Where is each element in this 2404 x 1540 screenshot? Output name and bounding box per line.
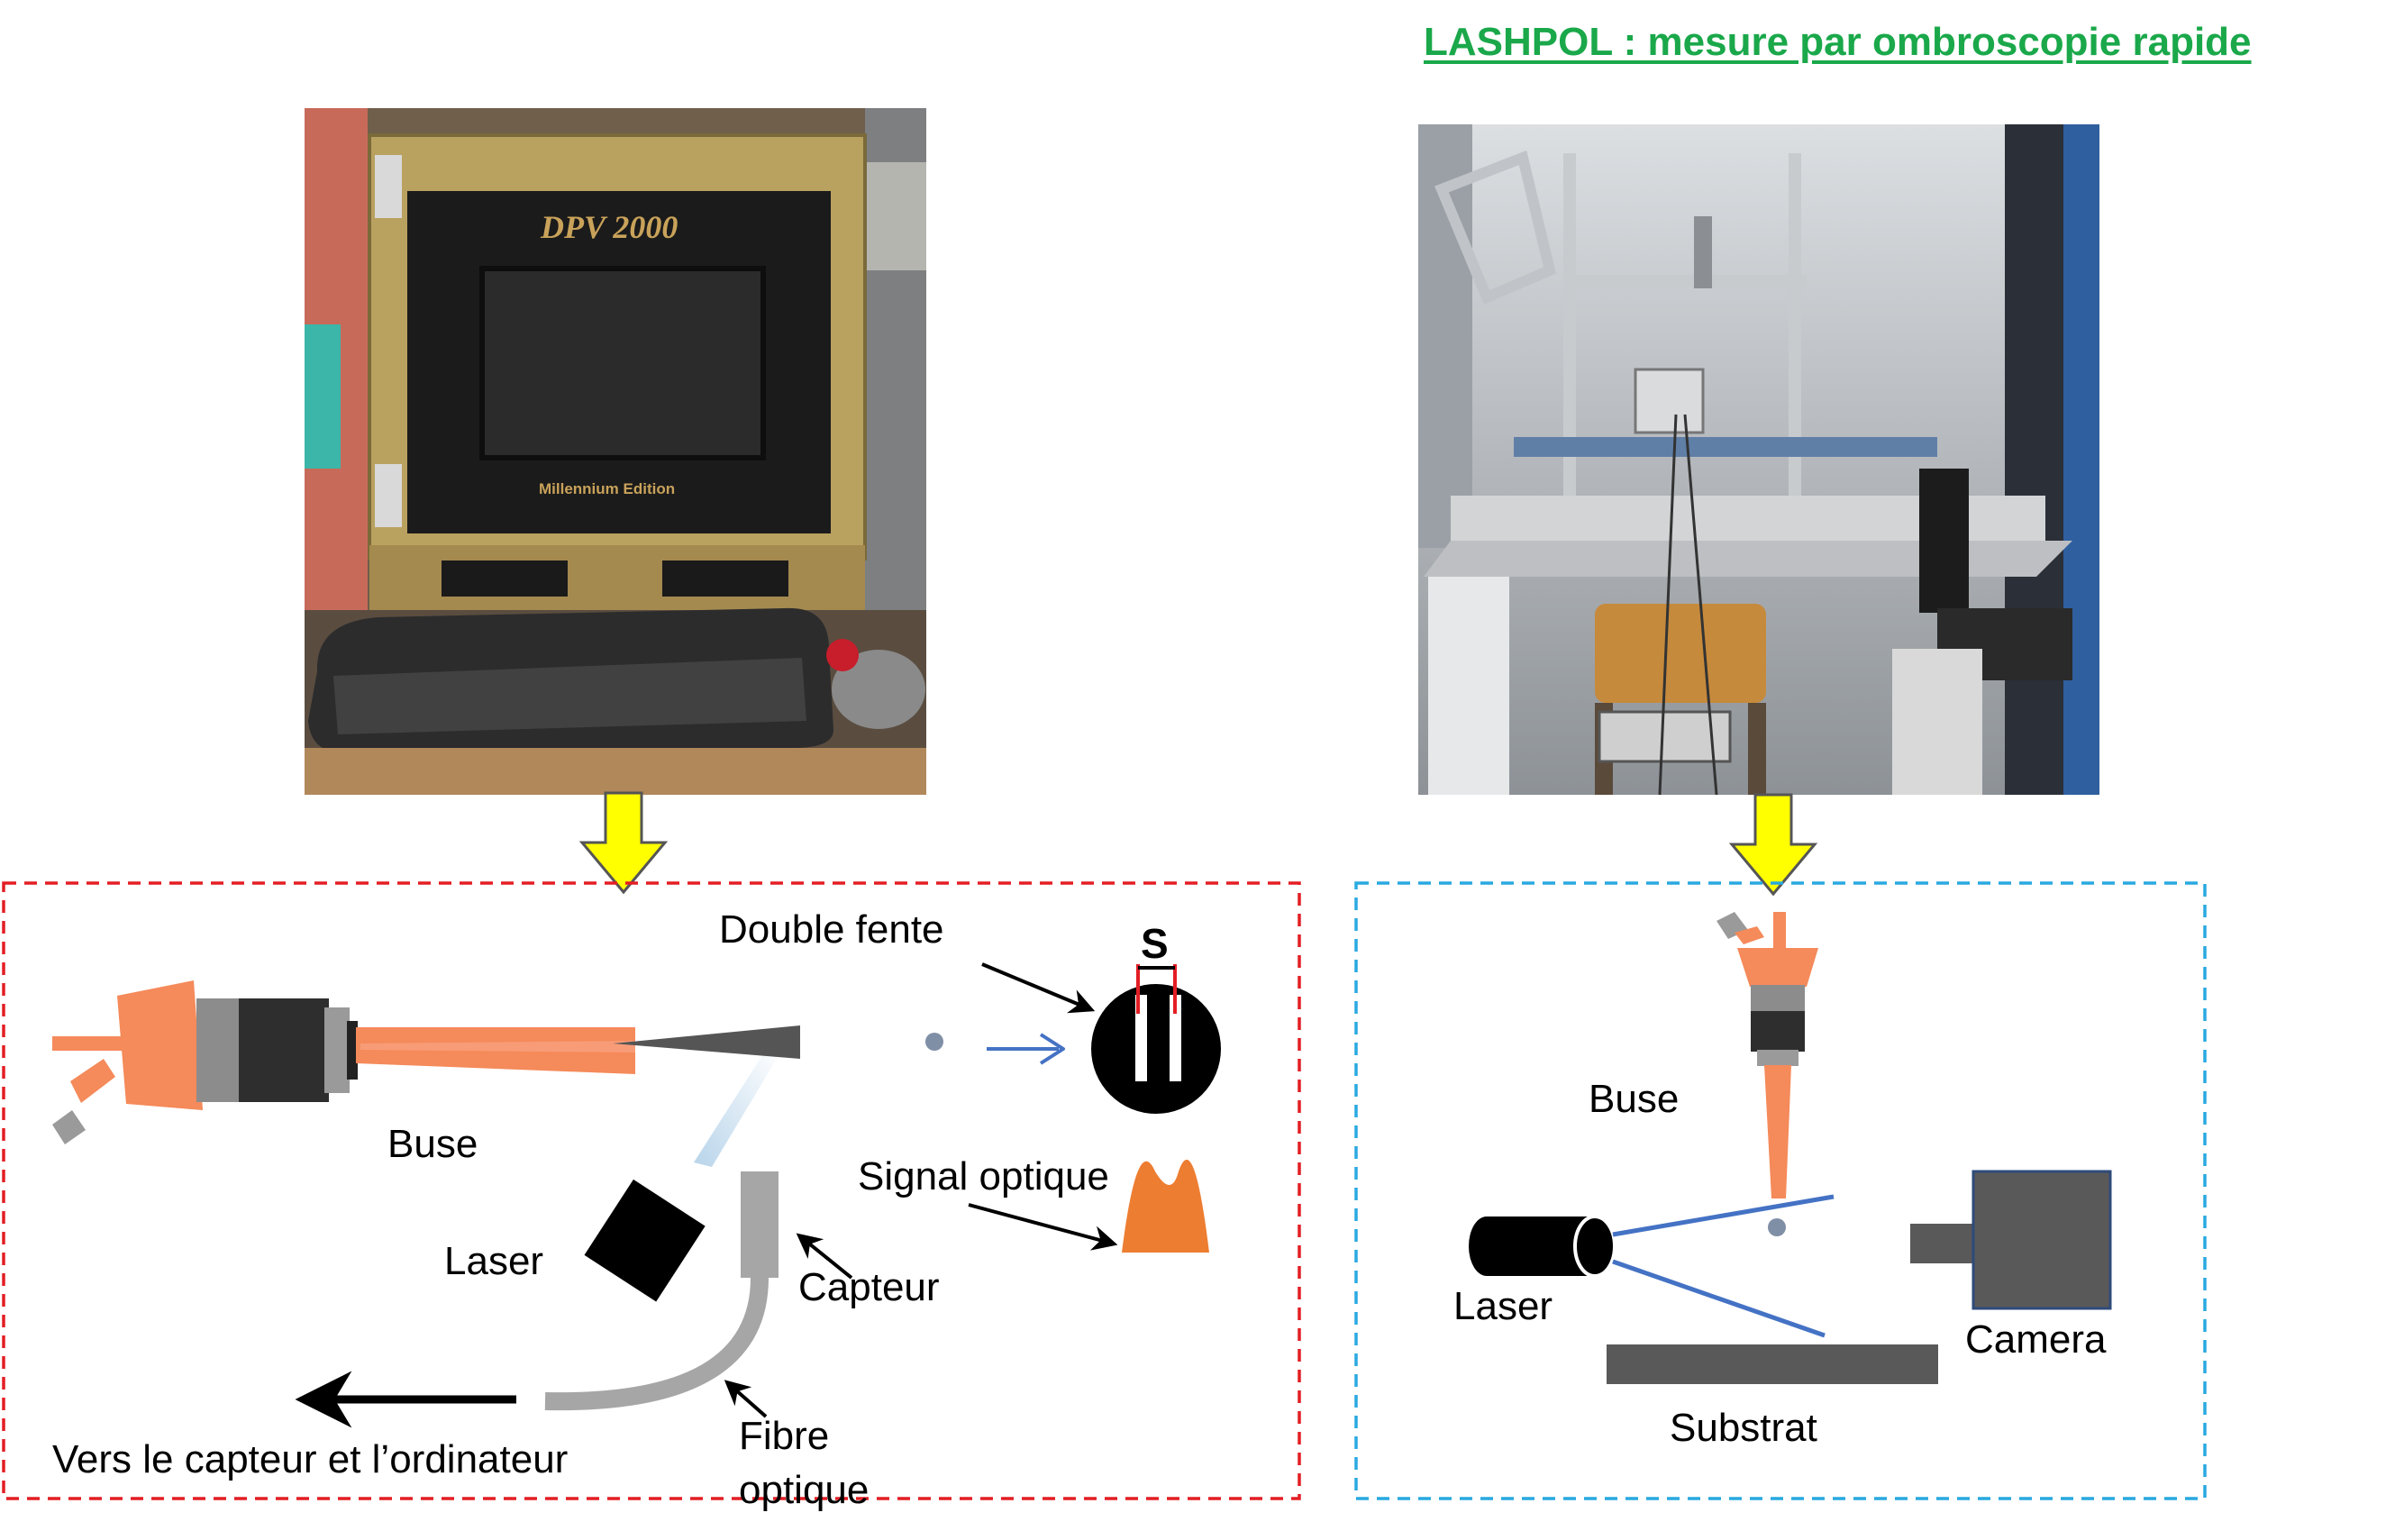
yellow-down-arrow-right [1728, 793, 1818, 897]
label-fibre-line2: optique [739, 1468, 870, 1512]
beam-upper [1612, 1194, 1835, 1237]
label-laser-right: Laser [1453, 1284, 1553, 1328]
yellow-down-arrow-left [578, 791, 669, 895]
photo-dpv2000 [305, 108, 926, 795]
device-edition: Millennium Edition [539, 480, 675, 497]
particle-right [1768, 1218, 1786, 1236]
camera-block [1910, 1170, 2112, 1310]
label-slit-width-s: S [1141, 920, 1169, 967]
label-double-fente: Double fente [719, 907, 944, 952]
arrow-capteur [796, 1233, 853, 1280]
arrow-double-fente [981, 962, 1096, 1014]
right-panel-border [1354, 881, 2207, 1500]
laser-block [584, 1179, 706, 1302]
laser-beam-cone [694, 1050, 779, 1167]
optical-signal-peaks [1122, 1159, 1209, 1253]
label-buse-left: Buse [387, 1122, 478, 1166]
left-panel-border [2, 881, 1301, 1500]
optical-fiber [544, 1277, 769, 1411]
substrat-block [1607, 1344, 1938, 1384]
label-fibre-line1: Fibre [739, 1414, 830, 1458]
label-capteur: Capteur [798, 1265, 940, 1309]
laser-cylinder [1469, 1215, 1616, 1278]
label-signal-optique: Signal optique [858, 1154, 1109, 1198]
label-vers-ordinateur: Vers le capteur et l’ordinateur [52, 1437, 569, 1481]
nozzle-vertical [1716, 912, 1818, 1198]
label-laser-left: Laser [444, 1239, 544, 1283]
device-name: DPV 2000 [540, 209, 678, 245]
sensor-block [741, 1171, 779, 1278]
beam-lower [1612, 1259, 1826, 1338]
arrow-fibre [724, 1380, 768, 1418]
particle-left [925, 1033, 943, 1051]
nozzle-horizontal [52, 980, 635, 1144]
label-substrat: Substrat [1670, 1406, 1817, 1450]
diagram-title: LASHPOL : mesure par ombroscopie rapide [1424, 20, 2252, 64]
photo-lashpol-setup [1418, 124, 2099, 796]
label-camera: Camera [1965, 1317, 2107, 1362]
label-buse-right: Buse [1589, 1077, 1680, 1121]
arrow-signal-optique [968, 1203, 1118, 1251]
measurement-wedge [613, 1025, 800, 1059]
double-slit-disc [1091, 964, 1221, 1114]
